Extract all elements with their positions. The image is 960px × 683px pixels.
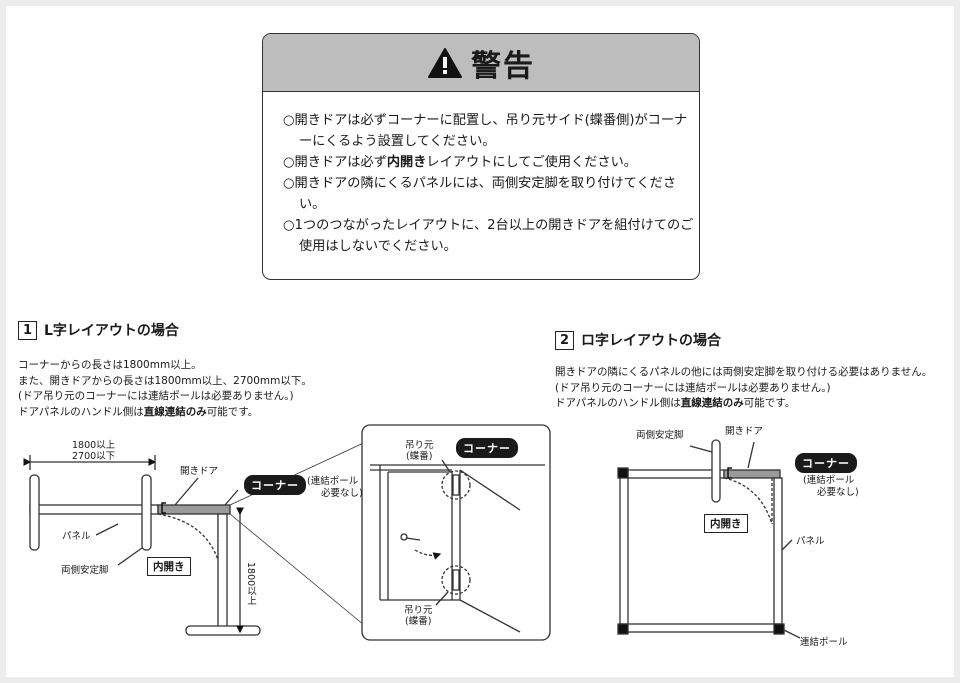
connecting-pole: [773, 623, 785, 635]
section2-number: 2: [555, 330, 574, 350]
panel: [217, 513, 228, 630]
panel: [773, 477, 783, 633]
panel-label: パネル: [796, 536, 825, 547]
stabilizer-foot: [711, 439, 721, 503]
panel: [619, 469, 629, 633]
section2-title: ロ字レイアウトの場合: [581, 333, 721, 349]
door: [723, 469, 781, 479]
hinge-label: 吊り元 (蝶番): [405, 440, 434, 462]
warning-triangle-icon: [428, 47, 462, 78]
warning-item: ○開きドアは必ずコーナーに配置し、吊り元サイド(蝶番側)がコーナーにくるよう設置…: [283, 113, 688, 149]
l-layout-diagram: [23, 439, 371, 636]
zoom-corner-tag: コーナー: [456, 438, 518, 458]
section2-notes: 開きドアの隣にくるパネルの他には両側安定脚を取り付ける必要はありません。 (ドア…: [555, 366, 933, 409]
section2-heading: 2 ロ字レイアウトの場合: [555, 330, 721, 350]
dimension-label: 1800以上 2700以下: [72, 440, 116, 462]
zoom-inset: [361, 424, 551, 641]
hinge-circle: [441, 565, 471, 595]
door-label: 開きドア: [180, 466, 219, 477]
stabilizer-label: 両側安定脚: [636, 430, 684, 441]
door-handle: [161, 502, 166, 514]
warning-item: ○開きドアの隣にくるパネルには、両側安定脚を取り付けてください。: [283, 176, 677, 212]
connecting-pole: [617, 623, 629, 635]
pole-note: (連結ポール 必要なし): [803, 475, 859, 498]
inward-tag: 内開き: [147, 557, 191, 576]
pole-note: (連結ポール 必要なし): [307, 476, 363, 499]
stabilizer-foot: [29, 474, 40, 551]
stabilizer-label: 両側安定脚: [61, 565, 109, 576]
door-handle: [727, 467, 732, 479]
door-swing: [723, 477, 773, 525]
inward-tag: 内開き: [704, 514, 748, 533]
square-layout-diagram: [617, 439, 801, 639]
pole-label: 連結ポール: [800, 637, 848, 648]
connecting-pole: [617, 467, 629, 479]
hinge-label: 吊り元 (蝶番): [404, 605, 433, 627]
door-knob-icon: [400, 533, 408, 541]
warning-item: ○開きドアは必ず内開きレイアウトにしてご使用ください。: [283, 155, 637, 170]
section1-heading: 1 L字レイアウトの場合: [18, 320, 179, 340]
warning-title: 警告: [471, 48, 535, 84]
warning-list: ○開きドアは必ずコーナーに配置し、吊り元サイド(蝶番側)がコーナーにくるよう設置…: [263, 92, 699, 257]
section1-title: L字レイアウトの場合: [44, 323, 179, 339]
corner-tag: コーナー: [795, 453, 857, 473]
panel: [29, 504, 159, 515]
warning-item: ○1つのつながったレイアウトに、2台以上の開きドアを組付けてのご使用はしないでく…: [283, 218, 694, 254]
section1-notes: コーナーからの長さは1800mm以上。 また、開きドアからの長さは1800mm以…: [18, 359, 312, 418]
vertical-dimension-label: 1800以上: [245, 562, 256, 606]
warning-box: 警告 ○開きドアは必ずコーナーに配置し、吊り元サイド(蝶番側)がコーナーにくるよ…: [262, 33, 700, 280]
door: [157, 504, 231, 515]
section1-number: 1: [18, 320, 37, 340]
door-swing: [157, 513, 219, 561]
zoom-frame: [361, 424, 551, 641]
corner-tag: コーナー: [244, 475, 306, 495]
panel: [619, 469, 725, 479]
panel: [619, 623, 783, 633]
stabilizer-foot: [141, 474, 152, 551]
warning-header: 警告: [263, 34, 699, 92]
panel-label: パネル: [62, 531, 91, 542]
stabilizer-foot: [185, 625, 261, 636]
door-label: 開きドア: [725, 426, 764, 437]
hinge-circle: [441, 470, 471, 500]
